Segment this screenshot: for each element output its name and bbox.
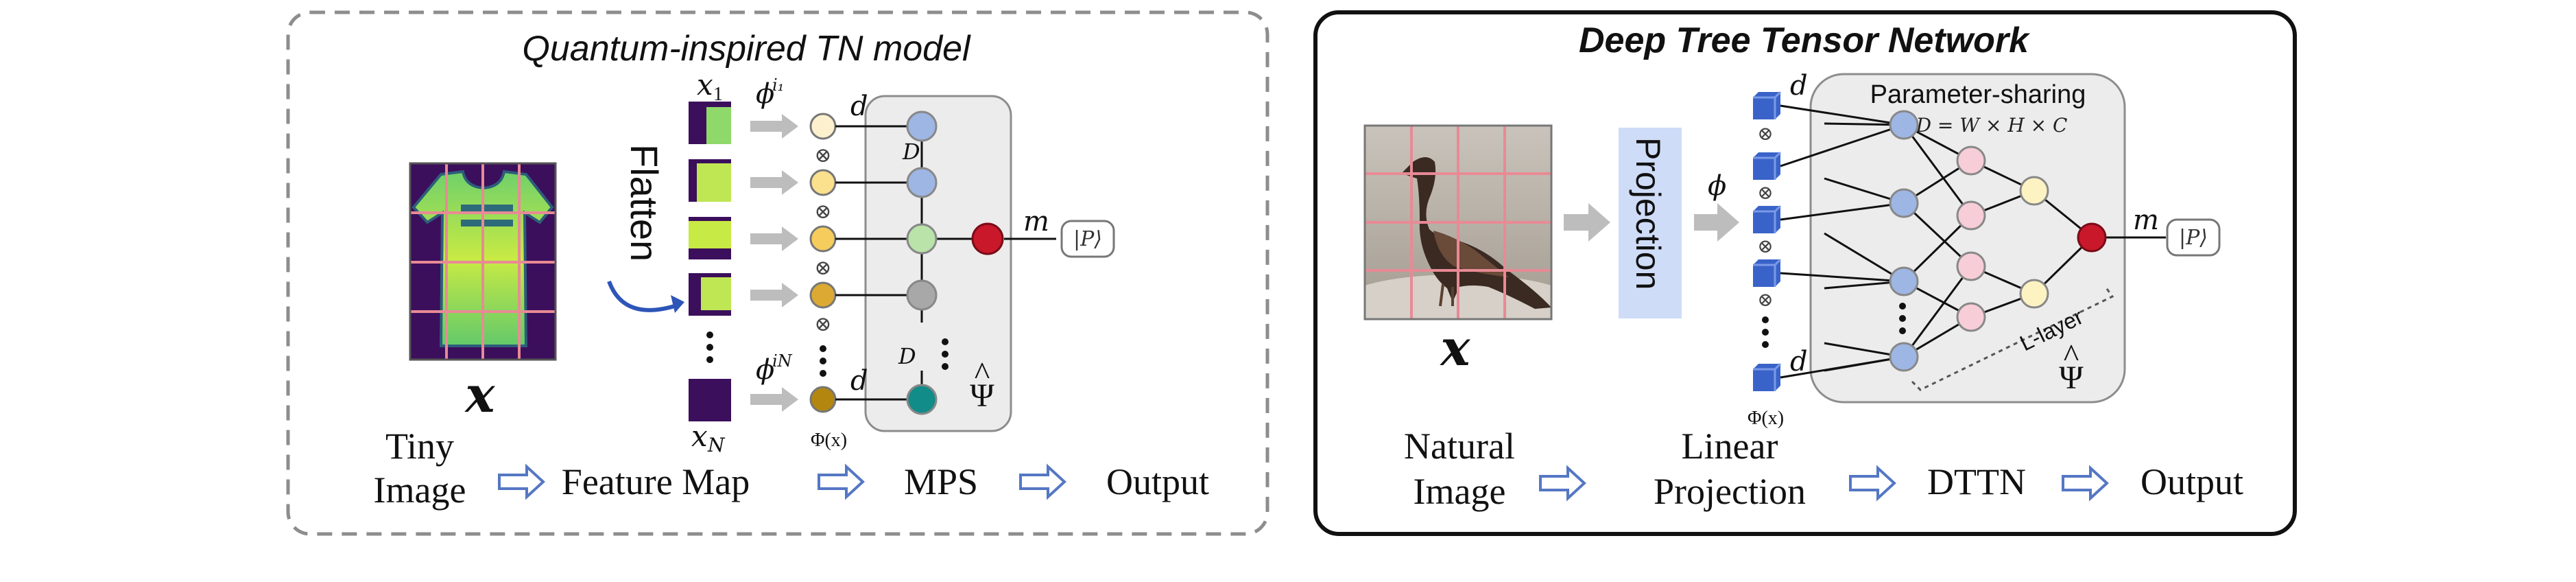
right-panel-title: Deep Tree Tensor Network: [1579, 21, 2031, 60]
x1-sub: 1: [713, 84, 723, 105]
xn-label: x: [691, 419, 708, 453]
right-d-top: d: [1790, 70, 1808, 102]
param-formula: D = W × H × C: [1916, 114, 2068, 137]
svg-text:⊗: ⊗: [1757, 290, 1773, 311]
flatten-label: Flatten: [623, 144, 666, 261]
right-phi: ϕ: [1708, 170, 1726, 202]
projection-box: [1619, 128, 1682, 318]
x1-label: x: [697, 68, 713, 102]
svg-text:⊗: ⊗: [814, 313, 831, 336]
right-ket-box: [2166, 218, 2221, 257]
flow-arrows-left: [498, 463, 1066, 500]
phi-first-sup: i₁: [772, 75, 784, 95]
left-m-label: m: [1023, 206, 1049, 237]
right-d-bottom: d: [1790, 346, 1808, 377]
phi-last-sup: iN: [772, 351, 793, 371]
left-psi-hat: ^: [975, 356, 990, 392]
phi-first: ϕ: [756, 78, 774, 110]
svg-text:⊗: ⊗: [814, 200, 831, 223]
feature-nodes: [809, 113, 837, 413]
l-layer-bracket: [1911, 286, 2114, 391]
svg-text:⊗: ⊗: [1757, 236, 1773, 257]
svg-text:⊗: ⊗: [1757, 183, 1773, 204]
right-feature-label: Φ(x): [1748, 408, 1784, 429]
phi-last: ϕ: [756, 354, 774, 386]
right-panel: Deep Tree Tensor Network x: [1313, 10, 2297, 536]
left-feature-label: Φ(x): [811, 430, 847, 451]
tree-nodes: [1889, 110, 2107, 372]
right-panel-frame: [1313, 10, 2297, 536]
left-input-symbol: x: [464, 365, 496, 423]
flow-output-right: Output: [2140, 461, 2243, 502]
tiny-image: [409, 162, 557, 361]
param-sharing-label: Parameter-sharing: [1870, 80, 2086, 109]
tensor-product-signs: ⊗ ⊗ ⊗ ⊗: [814, 144, 831, 336]
projection-label: Projection: [1629, 137, 1667, 290]
image-to-projection-arrow: [1564, 203, 1610, 242]
svg-text:⊗: ⊗: [1757, 124, 1773, 145]
feature-cubes: [1753, 91, 1782, 391]
flow-arrows-right: [1539, 465, 2109, 502]
left-d-bottom: d: [850, 365, 868, 397]
right-psi: Ψ: [2059, 360, 2084, 396]
natural-image: [1363, 124, 1553, 321]
flow-mps: MPS: [904, 461, 978, 502]
right-psi-hat: ^: [2064, 338, 2079, 374]
svg-text:⊗: ⊗: [814, 144, 831, 167]
flatten-arrow: [607, 280, 680, 312]
flow-tiny-line1: Tiny: [385, 426, 454, 467]
left-psi: Ψ: [970, 377, 994, 414]
flow-linear-line2: Projection: [1654, 471, 1806, 512]
flow-natural-line2: Image: [1414, 471, 1506, 512]
right-input-symbol: x: [1440, 318, 1471, 377]
flow-tiny-line2: Image: [374, 469, 466, 511]
svg-text:⊗: ⊗: [814, 257, 831, 279]
flow-output-left: Output: [1106, 461, 1209, 502]
left-bond-bottom: D: [898, 343, 916, 369]
right-m-label: m: [2133, 205, 2159, 236]
flow-natural-line1: Natural: [1404, 426, 1515, 467]
left-panel-title: Quantum-inspired TN model: [522, 29, 971, 69]
feature-map-arrows: [750, 114, 798, 412]
left-d-top: d: [850, 91, 868, 122]
mps-nodes: [906, 110, 1004, 415]
right-tensor-product-signs: ⊗ ⊗ ⊗ ⊗: [1757, 124, 1773, 311]
left-ket-box: [1060, 220, 1115, 258]
flow-feature-map: Feature Map: [562, 461, 750, 502]
projection-to-feature-arrow: [1694, 203, 1739, 242]
patch-column: [689, 102, 731, 421]
left-ket: |P⟩: [1073, 227, 1102, 251]
mps-box: [864, 95, 1012, 432]
flow-linear-line1: Linear: [1682, 426, 1778, 467]
left-panel: Quantum-inspired TN model x Flatten: [286, 10, 1269, 536]
xn-sub: N: [707, 434, 726, 456]
flow-dttn: DTTN: [1927, 461, 2026, 502]
right-ket: |P⟩: [2179, 226, 2208, 250]
left-bond-top: D: [902, 139, 920, 165]
